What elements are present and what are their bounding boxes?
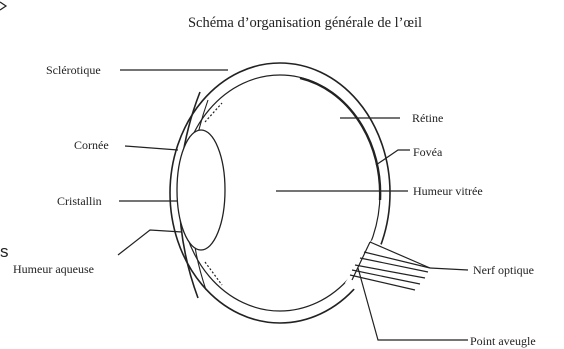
label-cristallin: Cristallin [57, 194, 102, 208]
optic-nerve-fiber-2 [359, 257, 429, 273]
diagram-title: Schéma d’organisation générale de l’œil [188, 15, 422, 31]
leader-fovea [375, 149, 410, 166]
stray-letter: s [0, 242, 9, 261]
retina-arc [299, 76, 382, 201]
optic-nerve-fiber-4 [351, 269, 421, 285]
leader-humeur-aqueuse [117, 229, 183, 256]
leader-nerf-optique [429, 267, 469, 271]
label-humeur-vitree: Humeur vitrée [413, 184, 483, 198]
label-nerf-optique: Nerf optique [473, 263, 534, 277]
optic-nerve-fiber-1 [354, 264, 426, 279]
label-cornee: Cornée [74, 138, 109, 152]
label-fovea: Fovéa [413, 145, 443, 159]
optic-nerve-bg [345, 240, 430, 320]
sclera-outer [169, 62, 391, 324]
label-point-aveugle: Point aveugle [470, 334, 536, 348]
label-retine: Rétine [412, 111, 443, 125]
corner-mark [0, 1, 8, 11]
optic-nerve-edge-2 [369, 241, 431, 269]
leader-cornee [124, 145, 179, 151]
label-sclerotique: Sclérotique [46, 63, 101, 77]
leader-point-aveugle [357, 267, 468, 341]
lens [176, 129, 226, 251]
iris-bottom [204, 261, 223, 286]
optic-nerve-edge-1 [351, 241, 371, 281]
label-humeur-aqueuse: Humeur aqueuse [13, 262, 94, 276]
iris-top [204, 102, 223, 123]
optic-nerve-fiber-3 [363, 251, 431, 269]
